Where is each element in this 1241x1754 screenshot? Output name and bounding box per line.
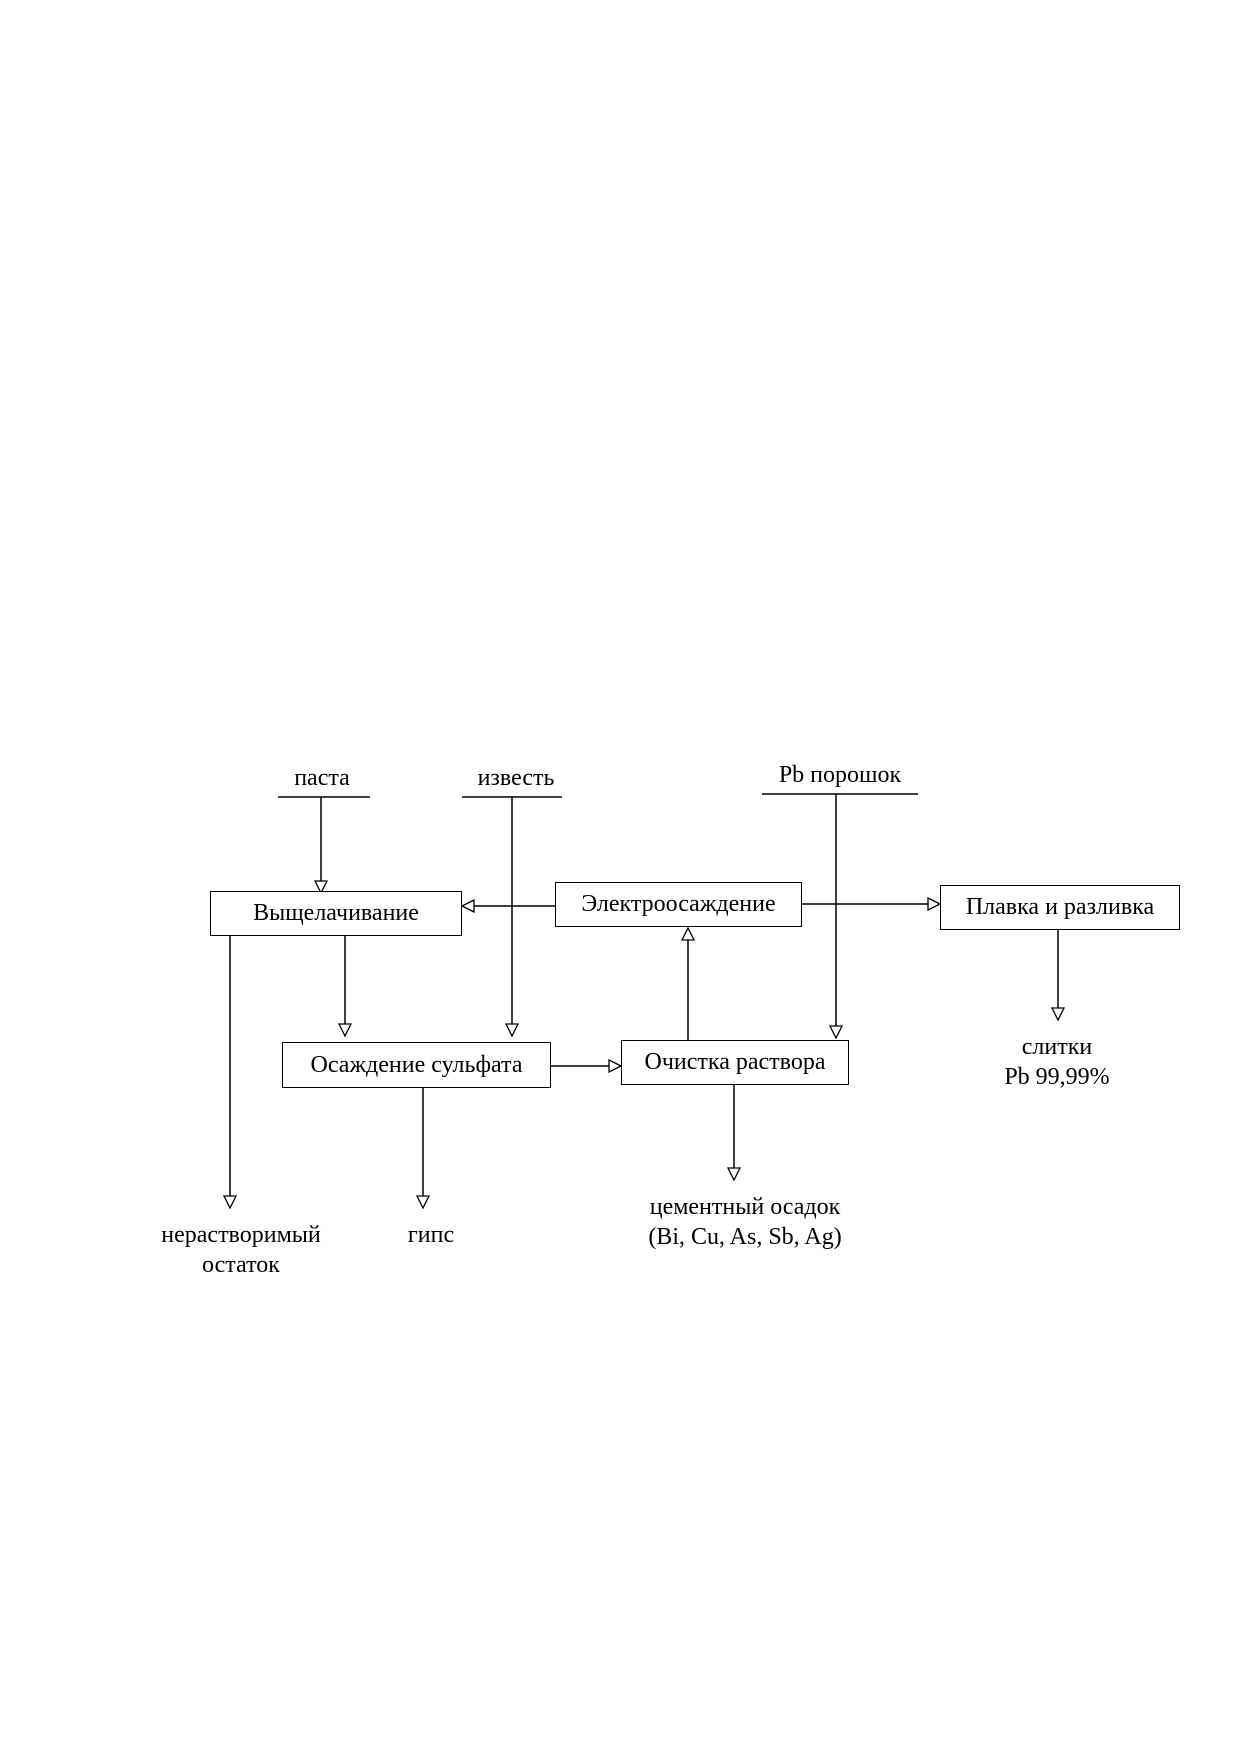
output-insoluble-line1: нерастворимый xyxy=(161,1222,321,1248)
process-leaching: Выщелачивание xyxy=(210,891,462,936)
output-cement-line2: (Bi, Cu, As, Sb, Ag) xyxy=(648,1224,842,1250)
process-smelting-label: Плавка и разливка xyxy=(965,894,1155,920)
output-cement-precipitate: цементный осадок (Bi, Cu, As, Sb, Ag) xyxy=(648,1192,841,1252)
process-sulfate-precipitation-label: Осаждение сульфата xyxy=(310,1051,523,1078)
process-solution-purification: Очистка раствора xyxy=(621,1040,849,1085)
process-electrodeposition-label: Электроосаждение xyxy=(581,891,776,917)
output-ingots-line1: слитки xyxy=(1021,1034,1093,1060)
output-insoluble-line2: остаток xyxy=(202,1252,280,1278)
process-electrodeposition: Электроосаждение xyxy=(555,882,802,927)
process-leaching-label: Выщелачивание xyxy=(253,900,419,926)
input-pasta: паста xyxy=(294,765,350,791)
output-ingots: слитки Pb 99,99% xyxy=(1004,1032,1109,1092)
output-cement-line1: цементный осадок xyxy=(649,1194,841,1220)
output-gypsum: гипс xyxy=(407,1222,455,1248)
process-smelting: Плавка и разливка xyxy=(940,885,1180,930)
output-insoluble-residue: нерастворимый остаток xyxy=(161,1220,320,1280)
input-pb-powder: Pb порошок xyxy=(778,762,902,788)
output-ingots-line2: Pb 99,99% xyxy=(1004,1064,1110,1090)
process-solution-purification-label: Очистка раствора xyxy=(644,1049,826,1075)
input-lime: известь xyxy=(477,765,555,791)
process-sulfate-precipitation: Осаждение сульфата xyxy=(282,1042,551,1088)
